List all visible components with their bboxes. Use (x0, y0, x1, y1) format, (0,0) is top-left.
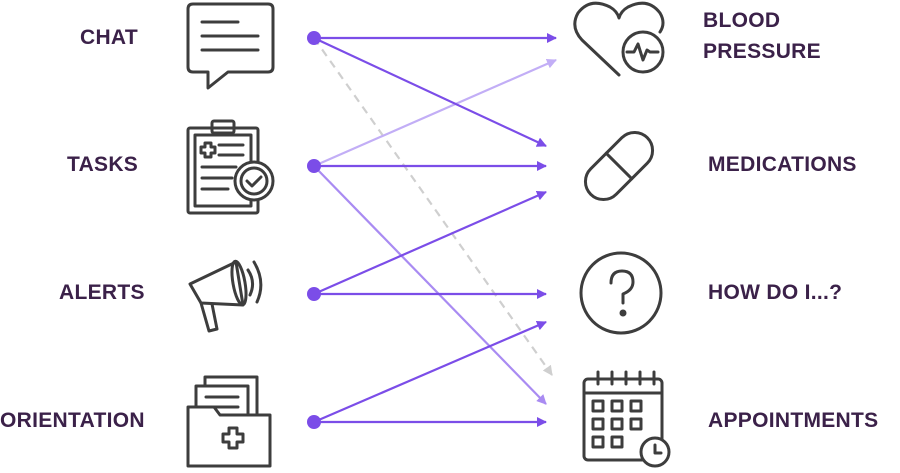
source-dots (307, 31, 321, 429)
arrow-tasks-to-appointments (313, 165, 547, 405)
right-label-blood-pressure-line2: PRESSURE (703, 40, 821, 63)
heart-pulse-icon (573, 1, 665, 77)
arrow-chat-to-how-do-i (313, 37, 553, 376)
arrow-orientation-to-how-do-i (313, 320, 547, 424)
question-circle-icon (579, 251, 663, 335)
right-label-blood-pressure-line1: BLOOD (703, 9, 781, 32)
right-label-appointments: APPOINTMENTS (708, 409, 879, 432)
dot-orientation (307, 415, 321, 429)
arrow-alerts-to-medications (313, 190, 547, 296)
left-label-orientation: ORIENTATION (0, 409, 145, 432)
right-label-medications: MEDICATIONS (708, 153, 857, 176)
dot-tasks (307, 159, 321, 173)
arrow-tasks-to-blood-pressure (313, 58, 557, 168)
left-label-alerts: ALERTS (59, 281, 145, 304)
pill-capsule-icon (583, 130, 655, 202)
folder-medical-icon (186, 375, 272, 468)
right-label-how-do-i: HOW DO I...? (708, 281, 843, 304)
left-label-chat: CHAT (80, 26, 138, 49)
megaphone-icon (188, 259, 263, 333)
arrow-chat-to-medications (313, 37, 547, 147)
dot-chat (307, 31, 321, 45)
arrows (313, 33, 557, 427)
calendar-clock-icon (582, 370, 671, 468)
left-label-tasks: TASKS (67, 153, 139, 176)
dot-alerts (307, 287, 321, 301)
chat-bubble-icon (186, 2, 275, 90)
clipboard-check-icon (186, 119, 275, 215)
